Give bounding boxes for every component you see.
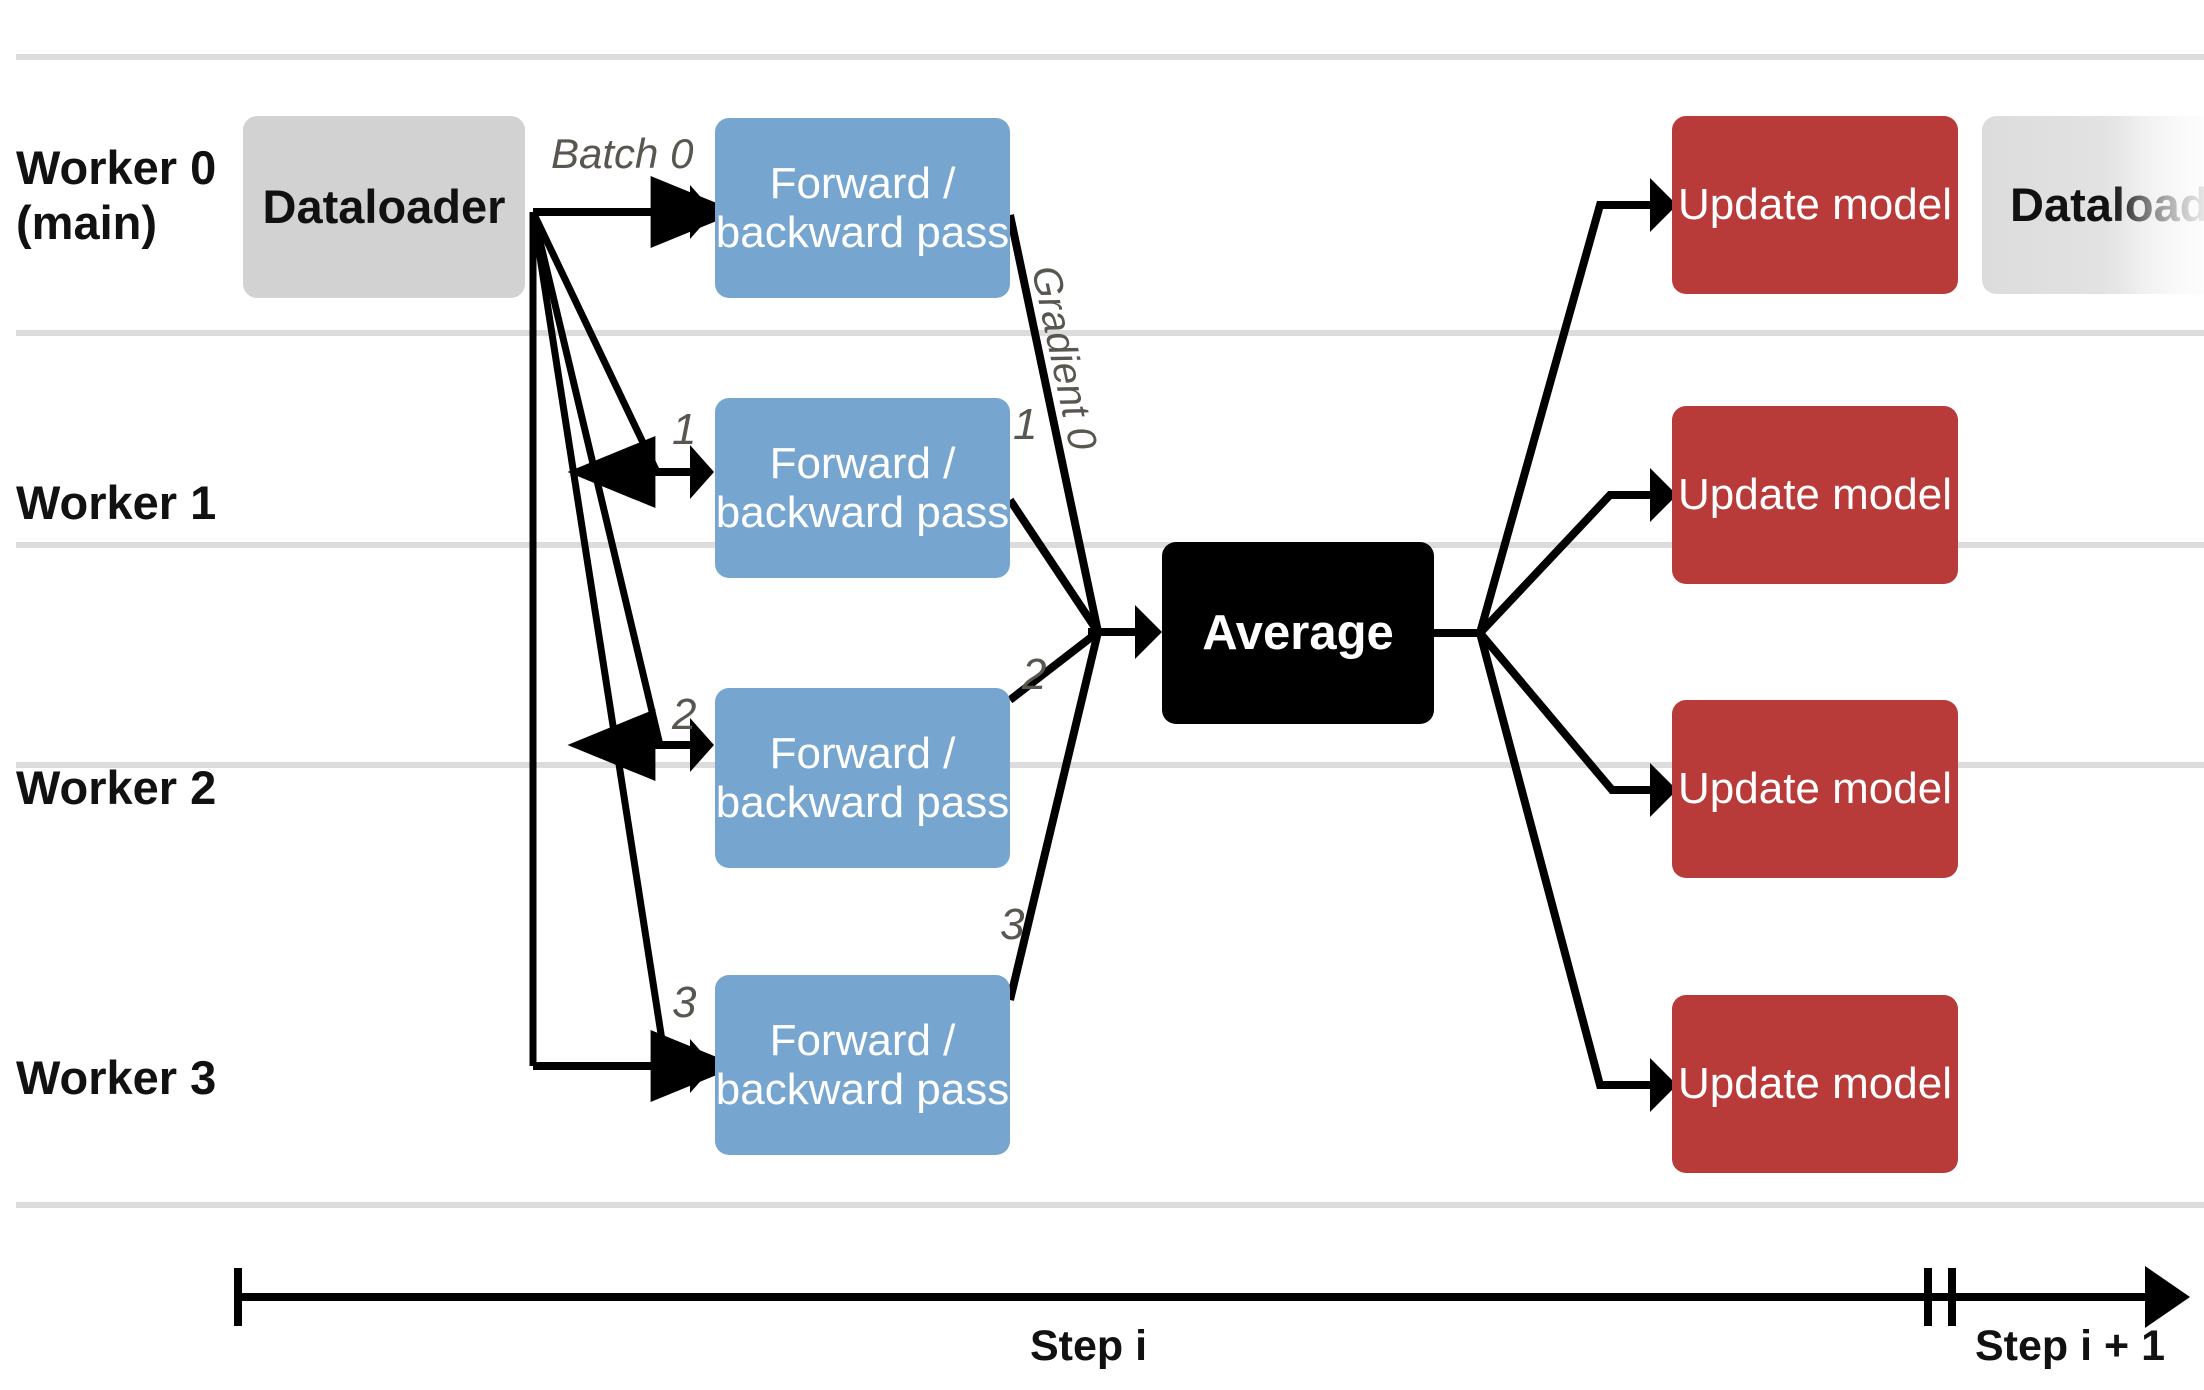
update-model-label: Update model: [1678, 470, 1952, 520]
forward-backward-label-line1: Forward /: [769, 438, 956, 488]
average-label: Average: [1202, 605, 1394, 660]
update-model-box-worker-3[interactable]: Update model: [1672, 995, 1958, 1173]
timeline-label-step-i: Step i: [1030, 1322, 1148, 1370]
batch-label-0: Batch 0: [551, 130, 694, 177]
row-label-worker-2: Worker 2: [16, 761, 217, 814]
forward-backward-box-worker-3[interactable]: Forward / backward pass: [715, 975, 1010, 1155]
update-model-label: Update model: [1678, 764, 1952, 814]
gradient-label-2: 2: [1022, 650, 1047, 699]
update-model-box-worker-1[interactable]: Update model: [1672, 406, 1958, 584]
timeline-label-step-i-plus-1: Step i + 1: [1975, 1322, 2165, 1370]
forward-backward-label-line1: Forward /: [769, 158, 956, 208]
gradient-label-1: 1: [1013, 400, 1038, 449]
forward-backward-label-line2: backward pass: [715, 488, 1010, 537]
gradient-label-3: 3: [1000, 900, 1025, 949]
row-label-worker-0-line1: Worker 0: [16, 141, 217, 194]
dataloader-label: Dataloader: [262, 179, 506, 233]
average-input-arrowhead: [1135, 605, 1162, 659]
forward-backward-label-line2: backward pass: [715, 778, 1010, 827]
forward-backward-box-worker-2[interactable]: Forward / backward pass: [715, 688, 1010, 868]
row-label-worker-0-line2: (main): [16, 196, 157, 250]
average-arrowheads: [1650, 178, 1677, 1112]
forward-backward-label-line1: Forward /: [769, 728, 956, 778]
average-fanout: [1434, 201, 1650, 1089]
update-model-box-worker-2[interactable]: Update model: [1672, 700, 1958, 878]
gradient-fanin: [1006, 214, 1135, 1001]
dataloader-box[interactable]: Dataloader: [243, 116, 525, 298]
row-label-worker-0: Worker 0 (main): [16, 140, 216, 251]
forward-backward-label-line1: Forward /: [769, 1015, 956, 1065]
timeline-arrowhead: [2145, 1266, 2190, 1328]
forward-backward-box-worker-0[interactable]: Forward / backward pass: [715, 118, 1010, 298]
forward-backward-label-line2: backward pass: [715, 1065, 1010, 1114]
update-model-label: Update model: [1678, 1059, 1952, 1109]
average-box[interactable]: Average: [1162, 542, 1434, 724]
batch-label-3: 3: [672, 978, 697, 1027]
forward-backward-box-worker-1[interactable]: Forward / backward pass: [715, 398, 1010, 578]
batch-label-1: 1: [672, 405, 697, 454]
dataloader-fanout: [529, 210, 670, 1067]
row-label-worker-1: Worker 1: [16, 476, 217, 529]
batch-label-2: 2: [672, 690, 697, 739]
dataloader-arrow-stubs: [533, 208, 690, 1070]
update-model-box-worker-0[interactable]: Update model: [1672, 116, 1958, 294]
dataloader-next-label: Dataloader: [2010, 178, 2204, 232]
forward-backward-label-line2: backward pass: [715, 208, 1010, 257]
update-model-label: Update model: [1678, 180, 1952, 230]
timeline-axis: [234, 1268, 2145, 1326]
row-label-worker-3: Worker 3: [16, 1051, 217, 1104]
dataloader-arrowheads: [690, 185, 714, 1093]
dataloader-box-next-step[interactable]: Dataloader: [1982, 116, 2204, 294]
